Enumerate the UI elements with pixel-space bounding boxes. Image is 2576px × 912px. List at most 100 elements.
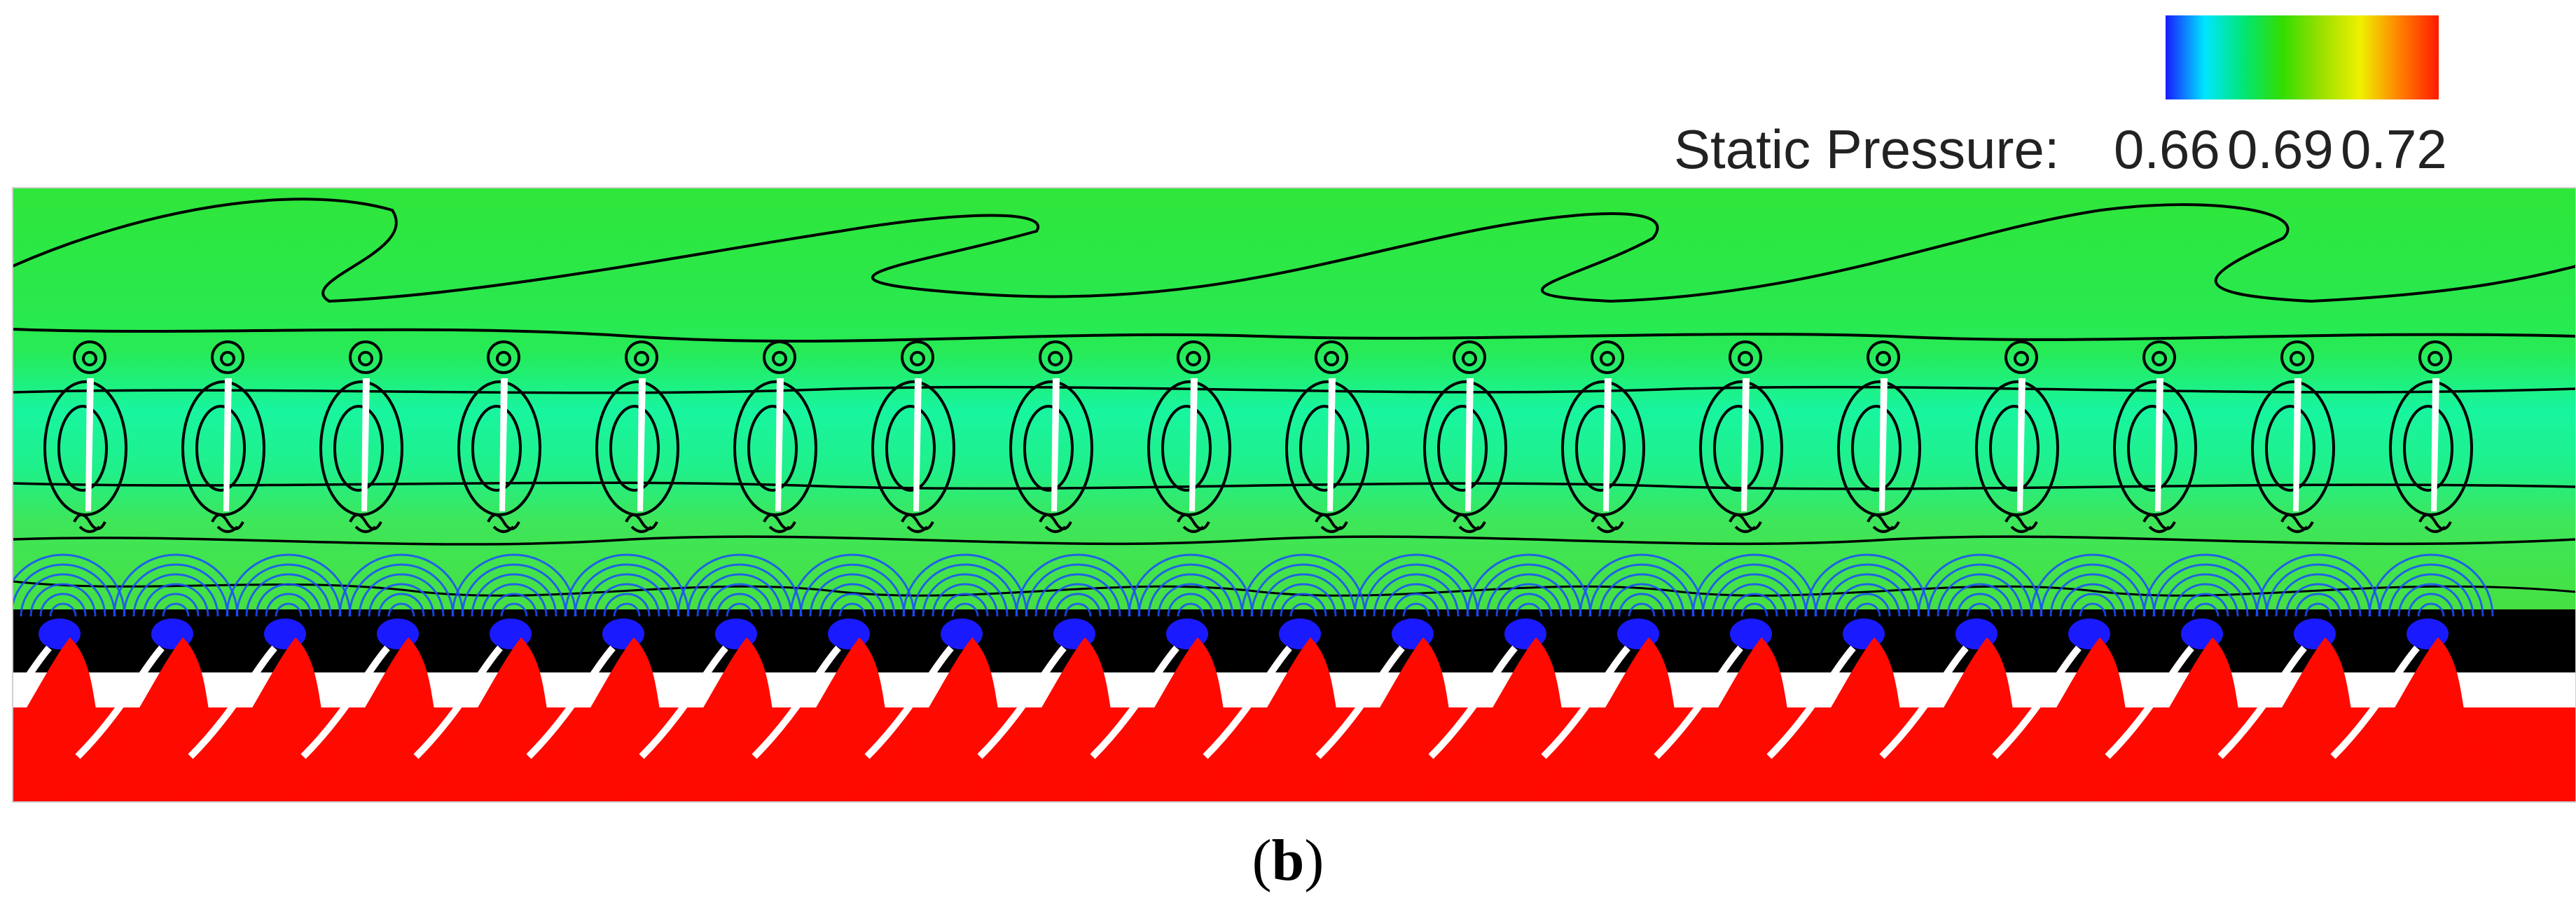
vane-contour-inner (57, 405, 108, 492)
shock-contour (245, 573, 332, 617)
shock-contour (932, 583, 999, 617)
vane-contour-inner (747, 405, 798, 492)
shock-contour (2172, 583, 2239, 617)
shock-contour (564, 553, 690, 617)
shock-contour (819, 583, 886, 617)
blade-suction-edge (1090, 645, 1179, 759)
shock-contour (132, 573, 219, 617)
blade-suction-edge (2105, 645, 2194, 759)
shock-contour (726, 602, 754, 617)
shock-contour (1515, 602, 1543, 617)
leading-edge-contour (763, 340, 796, 374)
shock-contour (583, 573, 670, 617)
shock-contour (1946, 583, 2014, 617)
shock-contour (809, 573, 896, 617)
leading-edge-contour-core (1876, 351, 1891, 366)
shock-contour (686, 563, 793, 617)
trailing-edge-contour (349, 513, 382, 533)
stator-vane (85, 378, 94, 511)
leading-edge-contour-core (2290, 351, 2305, 366)
shock-contour (1270, 583, 1337, 617)
shock-contour (789, 553, 915, 617)
shock-contour (2182, 593, 2229, 617)
shock-contour (941, 593, 989, 617)
shock-contour (338, 553, 464, 617)
shock-contour (275, 602, 303, 617)
shock-contour (1814, 563, 1920, 617)
vane-contour-inner (333, 405, 384, 492)
shock-contour (265, 593, 312, 617)
leading-edge-contour (1867, 340, 1900, 374)
leading-edge-contour (1039, 340, 1072, 374)
trailing-edge-contour (1177, 513, 1210, 533)
leading-edge-contour-core (2152, 351, 2167, 366)
leading-edge-contour (901, 340, 934, 374)
shock-contour (2275, 573, 2362, 617)
vane-contour-inner (609, 405, 660, 492)
shock-contour (226, 553, 352, 617)
trailing-edge-contour (487, 513, 520, 533)
blade-suction-edge (1541, 645, 1630, 759)
shock-contour (49, 602, 77, 617)
shock-contour (1373, 573, 1460, 617)
shock-contour (1824, 573, 1911, 617)
leading-edge-contour-core (496, 351, 511, 366)
shock-contour (1598, 573, 1685, 617)
vane-contour-inner (1713, 405, 1764, 492)
leading-edge-contour (1591, 340, 1624, 374)
blade-suction-edge (1654, 645, 1743, 759)
trailing-edge-contour (2004, 513, 2038, 533)
shock-contour (1383, 583, 1450, 617)
shock-contour (574, 563, 680, 617)
shock-contour (2407, 593, 2455, 617)
leading-edge-contour-core (910, 351, 925, 366)
shock-contour (2069, 593, 2117, 617)
figure-caption: (b) (0, 827, 2576, 894)
shock-contour (378, 593, 425, 617)
shock-contour (677, 553, 803, 617)
shock-contour (2285, 583, 2352, 617)
shock-contour (2378, 563, 2484, 617)
vane-contour-inner (1299, 405, 1350, 492)
stator-vane (913, 378, 922, 511)
shock-contour (235, 563, 342, 617)
trailing-edge-contour (2280, 513, 2314, 533)
leading-edge-contour (2280, 340, 2314, 374)
trailing-edge-contour (2418, 513, 2452, 533)
shock-contour (1740, 602, 1768, 617)
stator-vane (1603, 378, 1612, 511)
shock-contour (1363, 563, 1469, 617)
vane-contour-inner (2265, 405, 2315, 492)
shock-contour (1956, 593, 2004, 617)
contour-line-upper (13, 198, 2576, 303)
stator-vane (1189, 378, 1198, 511)
shock-contour (2255, 553, 2381, 617)
legend-tick-min: 0.66 (2114, 118, 2220, 180)
leading-edge-contour-core (772, 351, 787, 366)
shock-contour (1289, 602, 1317, 617)
leading-edge-contour (2142, 340, 2176, 374)
blade-suction-edge (2330, 645, 2420, 759)
vane-contour-inner (1575, 405, 1626, 492)
shock-contour (922, 573, 1009, 617)
stator-vane (2431, 378, 2439, 511)
stator-vane (637, 378, 646, 511)
trailing-edge-contour (2142, 513, 2176, 533)
blade-suction-edge (13, 645, 52, 705)
stator-vane (499, 378, 508, 511)
shock-contour (799, 563, 906, 617)
shock-contour (1691, 553, 1817, 617)
shock-contour (1476, 563, 1582, 617)
legend-colorbar (2166, 15, 2439, 99)
shock-contour (706, 583, 773, 617)
shock-contour (838, 602, 866, 617)
shock-contour (1853, 602, 1881, 617)
shock-contour (1054, 593, 1102, 617)
shock-contour (593, 583, 660, 617)
shock-contour (1486, 573, 1572, 617)
contour-line-upper-2 (13, 328, 2576, 343)
shock-contour (29, 583, 97, 617)
legend-title: Static Pressure: (1674, 118, 2060, 180)
shock-contour (2388, 573, 2474, 617)
shock-contour (1466, 553, 1592, 617)
